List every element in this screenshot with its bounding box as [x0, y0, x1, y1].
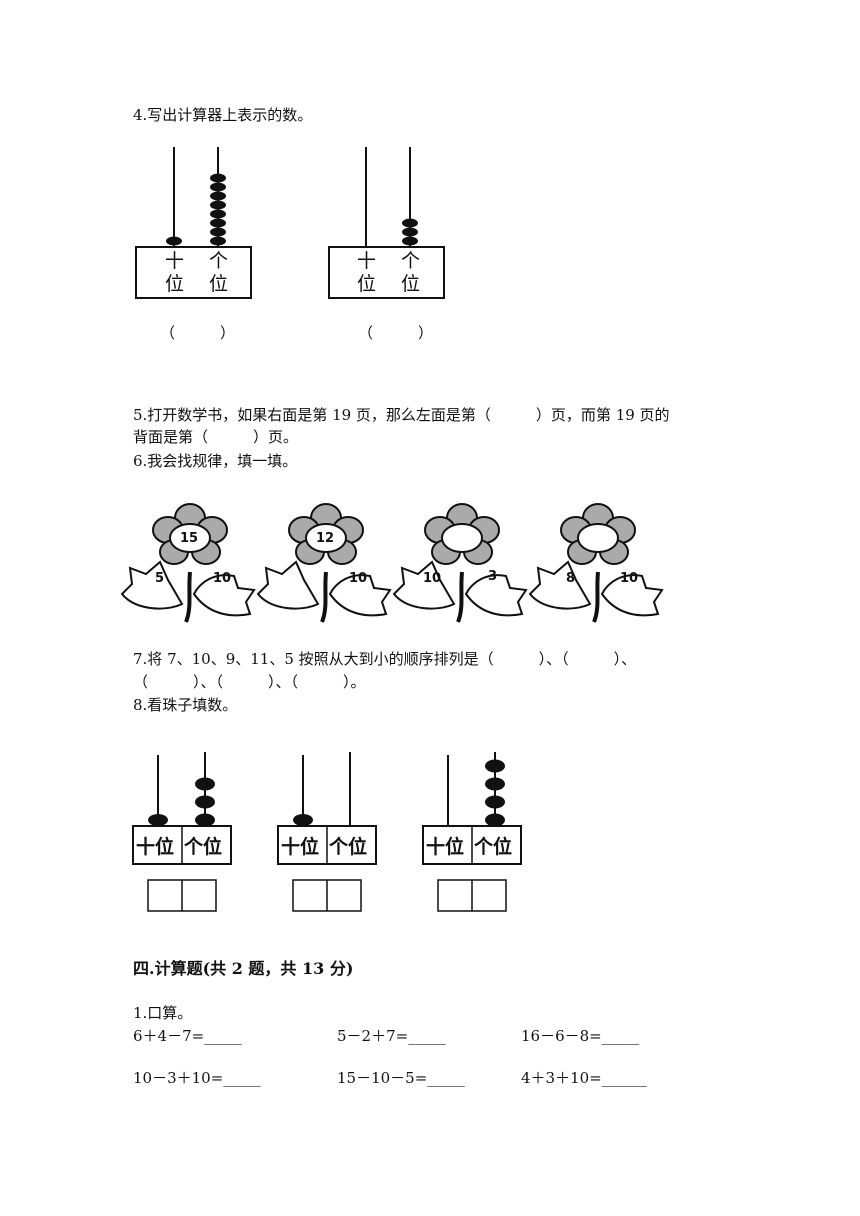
q8-a1-tens-label: 十位 — [136, 836, 175, 858]
q6-title: 6.我会找规律，填一填。 — [133, 452, 298, 470]
abacus-bead — [210, 173, 226, 183]
abacus-bead — [293, 814, 313, 826]
flower-4-left: 8 — [566, 571, 576, 586]
abacus-bead — [485, 759, 505, 773]
answer-box — [292, 879, 362, 912]
abacus-bead — [210, 236, 226, 246]
flower-1-right: 10 — [213, 571, 232, 586]
abacus-bead — [485, 777, 505, 791]
abacus-bead — [195, 813, 215, 827]
section4-q1-title: 1.口算。 — [133, 1004, 193, 1022]
flower-2-right: 10 — [349, 571, 368, 586]
flower-4-right: 10 — [620, 571, 639, 586]
calc-problem-4[interactable]: 10－3＋10=_____ — [133, 1069, 261, 1087]
abacus-bead — [210, 182, 226, 192]
q8-title: 8.看珠子填数。 — [133, 696, 238, 714]
calc-problem-3[interactable]: 16－6－8=_____ — [521, 1027, 640, 1045]
abacus-bead — [210, 227, 226, 237]
abacus-bead — [148, 814, 168, 826]
abacus-bead — [195, 795, 215, 809]
q4-a2-tens-label-bottom: 位 — [357, 273, 377, 295]
q4-title: 4.写出计算器上表示的数。 — [133, 106, 313, 124]
q4-a2-ones-label-bottom: 位 — [401, 273, 421, 295]
calc-problem-1[interactable]: 6＋4－7=_____ — [133, 1027, 242, 1045]
q8-a2-ones-label: 个位 — [329, 836, 368, 858]
flower-1-top: 15 — [180, 531, 199, 546]
flower-1-left: 5 — [155, 571, 165, 586]
q5-line1: 5.打开数学书，如果右面是第 19 页，那么左面是第（ ）页，而第 19 页的 — [133, 406, 670, 424]
q8-a3-tens-label: 十位 — [426, 836, 465, 858]
abacus-bead — [210, 209, 226, 219]
abacus-bead — [210, 200, 226, 210]
q4-answer-2[interactable]: （ ） — [358, 324, 434, 342]
flower-3-left: 10 — [423, 571, 442, 586]
flower-2-top: 12 — [316, 531, 335, 546]
answer-box — [437, 879, 507, 912]
flower-3-right: 3 — [488, 569, 498, 584]
q4-a1-tens-label-top: 十 — [165, 250, 185, 272]
q4-a1-tens-label-bottom: 位 — [165, 273, 185, 295]
q7-line2: （ ）、（ ）、（ ）。 — [133, 673, 366, 691]
answer-box — [147, 879, 217, 912]
q4-a2-ones-label-top: 个 — [401, 250, 421, 272]
q8-a1-ones-label: 个位 — [184, 836, 223, 858]
q4-a2-tens-label-top: 十 — [357, 250, 377, 272]
abacus-bead — [402, 218, 418, 228]
q4-answer-1[interactable]: （ ） — [160, 324, 236, 342]
q5-line2: 背面是第（ ）页。 — [133, 428, 299, 446]
abacus-bead — [485, 795, 505, 809]
abacus-bead — [485, 813, 505, 827]
calc-problem-6[interactable]: 4＋3＋10=______ — [521, 1069, 647, 1087]
q7-line1: 7.将 7、10、9、11、5 按照从大到小的顺序排列是（ ）、（ ）、 — [133, 650, 637, 668]
abacus-bead — [166, 236, 182, 246]
calc-problem-2[interactable]: 5－2＋7=_____ — [337, 1027, 446, 1045]
abacus-bead — [402, 227, 418, 237]
abacus-bead — [210, 191, 226, 201]
abacus-bead — [402, 236, 418, 246]
q8-a2-tens-label: 十位 — [281, 836, 320, 858]
section4-title: 四.计算题(共 2 题，共 13 分) — [133, 959, 354, 978]
abacus-bead — [210, 218, 226, 228]
q8-a3-ones-label: 个位 — [474, 836, 513, 858]
abacus-bead — [195, 777, 215, 791]
calc-problem-5[interactable]: 15－10－5=_____ — [337, 1069, 465, 1087]
q4-a1-ones-label-top: 个 — [209, 250, 229, 272]
q4-a1-ones-label-bottom: 位 — [209, 273, 229, 295]
